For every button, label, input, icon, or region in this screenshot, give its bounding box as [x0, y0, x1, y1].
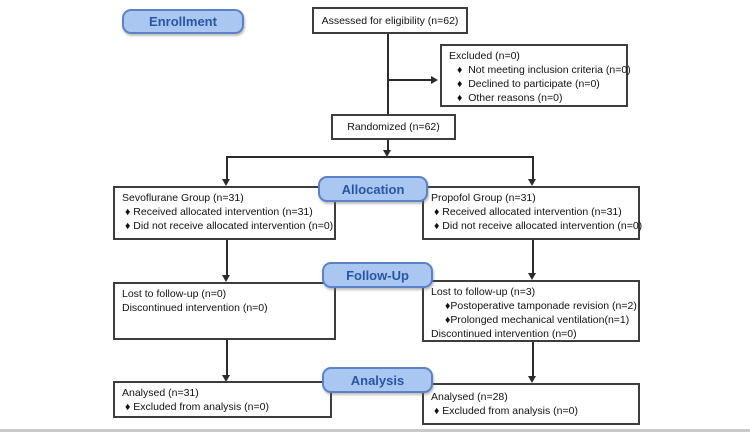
- connector-split-to-propofol: [532, 156, 534, 179]
- connector-followup-to-analysis-right: [532, 341, 534, 376]
- arrow-down-propofol-icon: [528, 179, 536, 186]
- connector-split-to-sevoflurane: [226, 156, 228, 179]
- connector-split-line: [226, 156, 534, 158]
- assessed-eligibility-box: Assessed for eligibility (n=62): [312, 7, 468, 34]
- arrow-down-analysed-left-icon: [222, 375, 230, 382]
- box-line: Lost to follow-up (n=0): [122, 288, 227, 300]
- sevoflurane-group-box: Sevoflurane Group (n=31) ♦ Received allo…: [113, 186, 336, 240]
- box-item: ♦ Not meeting inclusion criteria (n=0): [457, 64, 631, 76]
- box-line: Discontinued intervention (n=0): [431, 328, 577, 340]
- enrollment-label: Enrollment: [122, 9, 244, 34]
- arrow-right-excluded-icon: [431, 76, 438, 84]
- arrow-down-analysed-right-icon: [528, 376, 536, 383]
- screenshot-bottom-edge: [0, 429, 750, 432]
- connector-propofol-to-followup: [532, 239, 534, 273]
- connector-to-excluded: [388, 79, 431, 81]
- stage-label-text: Enrollment: [149, 14, 217, 29]
- box-item: ♦ Did not receive allocated intervention…: [434, 220, 643, 232]
- analysed-right-box: Analysed (n=28) ♦ Excluded from analysis…: [422, 383, 640, 425]
- box-title: Excluded (n=0): [449, 50, 520, 62]
- excluded-box: Excluded (n=0) ♦ Not meeting inclusion c…: [440, 44, 631, 107]
- box-title: Assessed for eligibility (n=62): [321, 14, 459, 27]
- connector-followup-to-analysis-left: [226, 339, 228, 375]
- box-item: ♦ Other reasons (n=0): [457, 92, 563, 104]
- box-line: Discontinued intervention (n=0): [122, 302, 268, 314]
- arrow-down-followup-right-icon: [528, 273, 536, 280]
- box-item: ♦ Received allocated intervention (n=31): [434, 206, 622, 218]
- lost-followup-right-box: Lost to follow-up (n=3) ♦Postoperative t…: [422, 280, 640, 342]
- arrow-down-followup-left-icon: [222, 275, 230, 282]
- box-item: ♦ Received allocated intervention (n=31): [125, 206, 313, 218]
- connector-randomized-to-split: [387, 139, 389, 152]
- analysis-label: Analysis: [322, 367, 433, 393]
- box-item: ♦Postoperative tamponade revision (n=2): [445, 300, 637, 312]
- box-item: ♦ Did not receive allocated intervention…: [125, 220, 334, 232]
- connector-sevoflurane-to-followup: [226, 239, 228, 275]
- box-item: ♦ Excluded from analysis (n=0): [125, 401, 269, 413]
- stage-label-text: Allocation: [341, 181, 405, 197]
- lost-followup-left-box: Lost to follow-up (n=0) Discontinued int…: [113, 282, 336, 340]
- arrow-down-split-icon: [383, 150, 391, 157]
- box-title: Analysed (n=28): [431, 391, 508, 403]
- box-item: ♦Prolonged mechanical ventilation(n=1): [445, 314, 630, 326]
- analysed-left-box: Analysed (n=31) ♦ Excluded from analysis…: [113, 381, 332, 418]
- propofol-group-box: Propofol Group (n=31) ♦ Received allocat…: [422, 186, 643, 240]
- box-title: Randomized (n=62): [347, 121, 440, 133]
- connector-assessed-to-randomized: [387, 33, 389, 115]
- box-title: Propofol Group (n=31): [431, 192, 536, 204]
- box-line: Lost to follow-up (n=3): [431, 286, 536, 298]
- box-title: Analysed (n=31): [122, 387, 199, 399]
- followup-label: Follow-Up: [322, 262, 433, 288]
- box-item: ♦ Declined to participate (n=0): [457, 78, 600, 90]
- allocation-label: Allocation: [318, 176, 428, 202]
- box-item: ♦ Excluded from analysis (n=0): [434, 405, 578, 417]
- randomized-box: Randomized (n=62): [331, 114, 456, 140]
- arrow-down-sevoflurane-icon: [222, 179, 230, 186]
- box-title: Sevoflurane Group (n=31): [122, 192, 244, 204]
- stage-label-text: Analysis: [350, 372, 405, 388]
- stage-label-text: Follow-Up: [346, 267, 409, 283]
